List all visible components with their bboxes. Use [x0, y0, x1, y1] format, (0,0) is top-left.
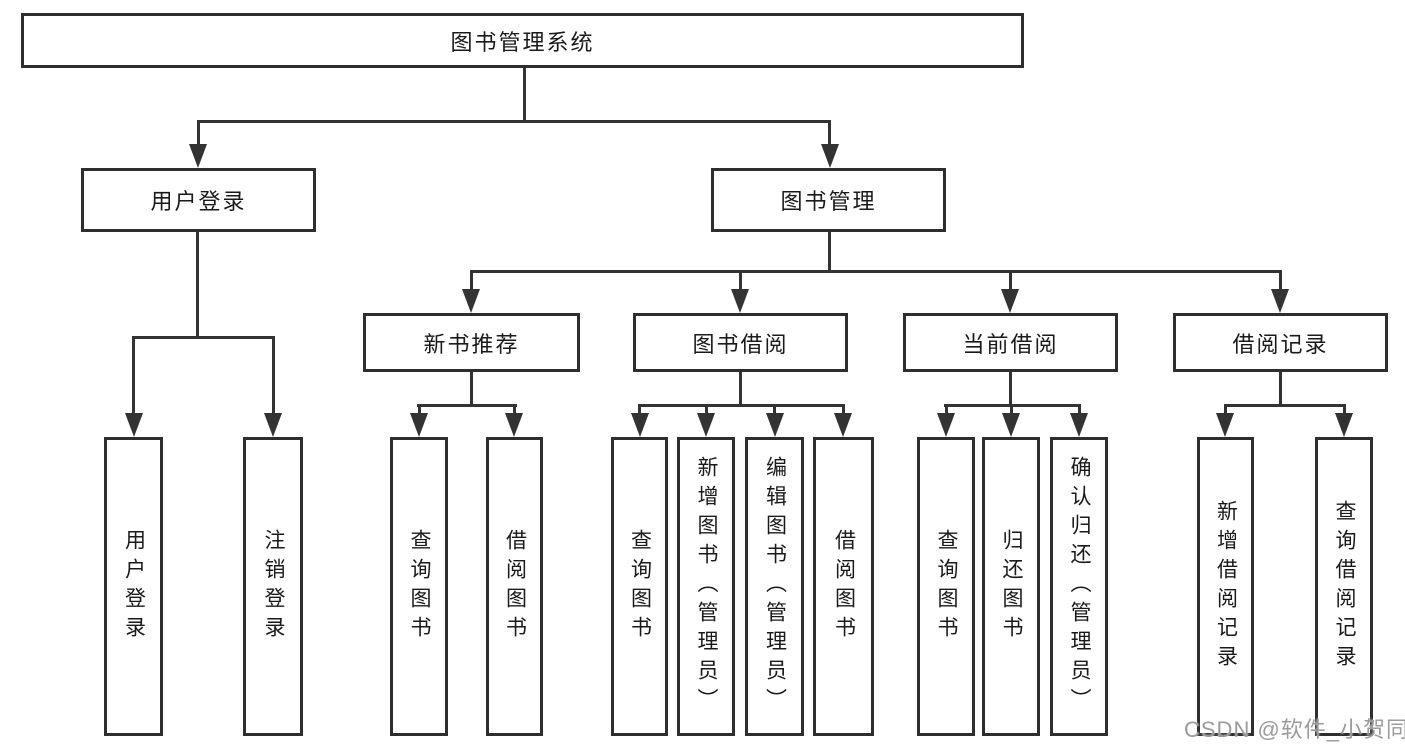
connector-line [828, 120, 831, 148]
node-user-login: 用户登录 [81, 168, 316, 232]
connector-arrow-down [125, 413, 143, 437]
connector-line [1279, 372, 1282, 407]
connector-line [638, 404, 845, 407]
connector-arrow-down [462, 289, 480, 313]
connector-arrow-down [766, 413, 784, 437]
connector-arrow-down [410, 413, 428, 437]
connector-line [470, 270, 1282, 273]
connector-line [417, 404, 517, 407]
leaf-bb-edit-books-admin: 编辑图书（管理员） [745, 437, 804, 736]
connector-arrow-down [834, 413, 852, 437]
connector-line [470, 372, 473, 407]
leaf-user-login: 用户登录 [104, 437, 163, 736]
connector-line [196, 232, 199, 339]
connector-line [418, 404, 421, 418]
connector-arrow-down [1070, 413, 1088, 437]
connector-line [1009, 270, 1012, 292]
connector-line [197, 120, 831, 123]
connector-line [197, 120, 200, 148]
connector-line [1078, 404, 1081, 418]
connector-arrow-down [731, 289, 749, 313]
watermark: CSDN @软件_小贺同学 [1184, 717, 1405, 742]
leaf-cb-query-books: 查询图书 [917, 437, 975, 736]
connector-line [1009, 372, 1012, 407]
connector-arrow-down [1001, 289, 1019, 313]
connector-line [1279, 270, 1282, 292]
connector-arrow-down [505, 413, 523, 437]
connector-arrow-down [264, 413, 282, 437]
node-book-management: 图书管理 [711, 168, 946, 232]
node-new-book-recommend: 新书推荐 [363, 313, 580, 372]
connector-line [1343, 404, 1346, 418]
connector-line [1224, 404, 1227, 418]
node-current-borrow: 当前借阅 [903, 313, 1118, 372]
connector-arrow-down [937, 413, 955, 437]
connector-line [272, 336, 275, 418]
node-root: 图书管理系统 [21, 13, 1024, 68]
leaf-br-add-record: 新增借阅记录 [1197, 437, 1254, 736]
leaf-bb-query-books: 查询图书 [611, 437, 668, 736]
connector-line [132, 336, 275, 339]
connector-arrow-down [1216, 413, 1234, 437]
connector-arrow-down [1335, 413, 1353, 437]
connector-line [470, 270, 473, 292]
connector-line [705, 404, 708, 418]
connector-arrow-down [1002, 413, 1020, 437]
connector-arrow-down [631, 413, 649, 437]
connector-arrow-down [697, 413, 715, 437]
connector-arrow-down [189, 144, 207, 168]
node-book-borrow: 图书借阅 [633, 313, 848, 372]
connector-line [945, 404, 948, 418]
leaf-bb-add-books-admin: 新增图书（管理员） [677, 437, 735, 736]
leaf-cb-confirm-return-admin: 确认归还（管理员） [1050, 437, 1108, 736]
leaf-bb-borrow-books: 借阅图书 [813, 437, 874, 736]
connector-line [739, 270, 742, 292]
connector-line [132, 336, 135, 418]
connector-line [1010, 404, 1013, 418]
connector-line [638, 404, 641, 418]
connector-line [828, 232, 831, 273]
connector-arrow-down [821, 144, 839, 168]
leaf-cb-return-books: 归还图书 [982, 437, 1040, 736]
connector-arrow-down [1271, 289, 1289, 313]
connector-line [513, 404, 516, 418]
connector-line [773, 404, 776, 418]
leaf-logout: 注销登录 [243, 437, 303, 736]
connector-line [523, 68, 526, 122]
connector-line [739, 372, 742, 407]
leaf-nb-borrow-books: 借阅图书 [486, 437, 543, 736]
leaf-br-query-record: 查询借阅记录 [1315, 437, 1373, 736]
connector-line [1224, 404, 1346, 407]
node-borrow-records: 借阅记录 [1173, 313, 1388, 372]
connector-line [842, 404, 845, 418]
leaf-nb-query-books: 查询图书 [390, 437, 448, 736]
